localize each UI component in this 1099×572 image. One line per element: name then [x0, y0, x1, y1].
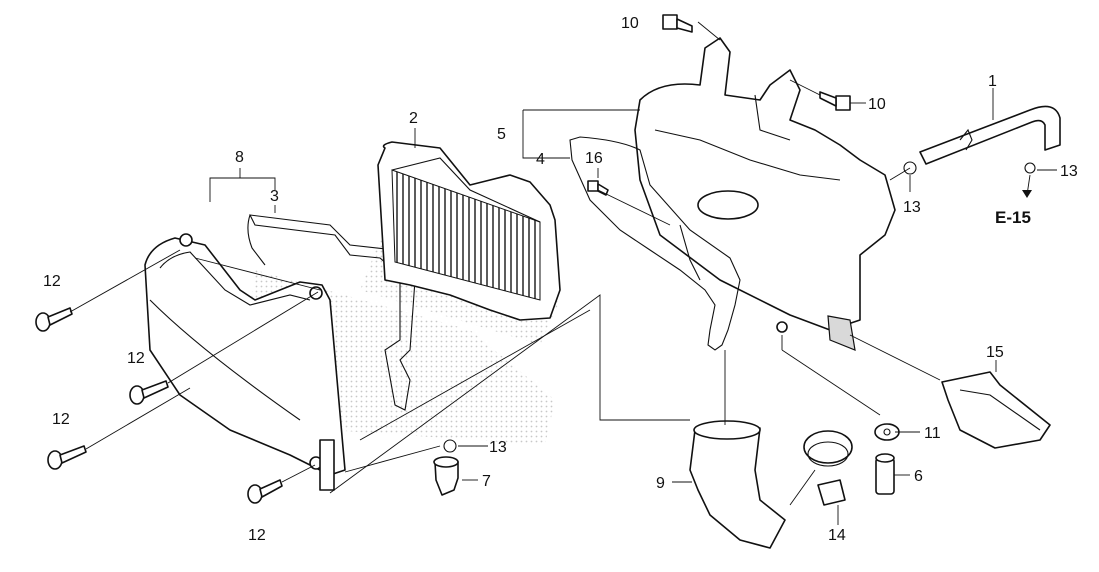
- leader-lines: [69, 21, 1057, 525]
- callout-14: 14: [828, 527, 846, 544]
- breather-tube-part-1: [919, 105, 1061, 165]
- callout-5: 5: [497, 126, 506, 143]
- callout-10b: 10: [868, 96, 886, 113]
- callout-11: 11: [924, 425, 941, 442]
- air-filter-element-part-2: [377, 141, 561, 321]
- case-gasket-part-4: [569, 136, 741, 351]
- callout-13a: 13: [489, 439, 507, 456]
- callout-4: 4: [536, 151, 545, 168]
- air-cleaner-cover-part-8: [144, 233, 346, 491]
- callout-2: 2: [409, 110, 418, 127]
- callout-7: 7: [482, 473, 491, 490]
- bolt-10b-icon: [819, 91, 851, 111]
- callout-15: 15: [986, 344, 1004, 361]
- callout-12d: 12: [248, 527, 266, 544]
- callout-12b: 12: [127, 350, 145, 367]
- callouts: 1 2 3 4 5 6 7 8 9 10 10 11 12 12 12 12 1…: [43, 15, 1078, 544]
- screw-12d-icon: [247, 479, 283, 504]
- connecting-tube-part-9: [689, 420, 786, 549]
- screw-12c-icon: [47, 445, 87, 470]
- duct-cover-part-15: [941, 371, 1051, 449]
- screw-12b-icon: [129, 380, 169, 405]
- callout-13c: 13: [1060, 163, 1078, 180]
- clip-13b-icon: [903, 161, 917, 175]
- screw-12a-icon: [35, 307, 73, 332]
- callout-1: 1: [988, 73, 997, 90]
- callout-13b: 13: [903, 199, 921, 216]
- callout-16: 16: [585, 150, 603, 167]
- reference-e15: E-15: [995, 208, 1031, 227]
- air-cleaner-case-part-5: [634, 37, 896, 351]
- callout-12c: 12: [52, 411, 70, 428]
- callout-9: 9: [656, 475, 665, 492]
- callout-3: 3: [270, 188, 279, 205]
- plug-6-icon: [875, 453, 895, 495]
- screw-16-icon: [587, 180, 609, 196]
- callout-6: 6: [914, 468, 923, 485]
- hardware: [35, 14, 1036, 504]
- drain-plug-7-icon: [433, 456, 459, 496]
- callout-8: 8: [235, 149, 244, 166]
- clip-13a-icon: [443, 439, 457, 453]
- callout-10a: 10: [621, 15, 639, 32]
- clip-13c-icon: [1024, 162, 1036, 174]
- callout-12a: 12: [43, 273, 61, 290]
- hose-clamp-part-14: [803, 430, 853, 506]
- bolt-10a-icon: [662, 14, 693, 33]
